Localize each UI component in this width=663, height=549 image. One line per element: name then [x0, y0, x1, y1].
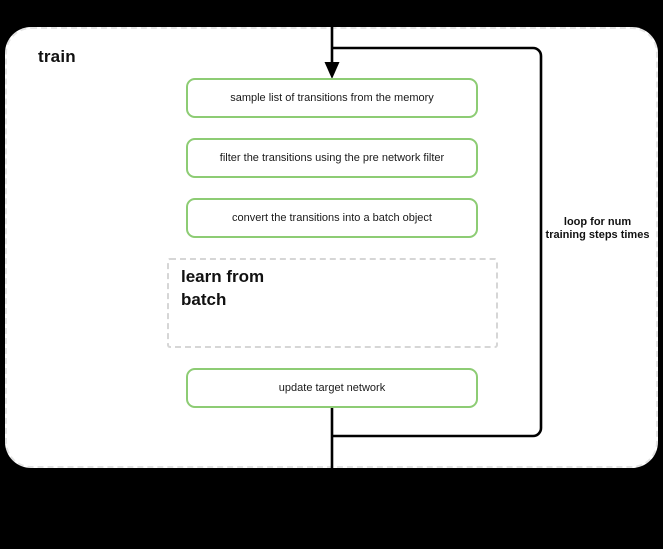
step-label: filter the transitions using the pre net…	[219, 152, 445, 164]
loop-annotation-label: loop for num training steps times	[545, 216, 650, 241]
learn-from-batch-group[interactable]	[167, 258, 498, 348]
step-filter-transitions[interactable]: filter the transitions using the pre net…	[186, 138, 478, 178]
step-sample-transitions[interactable]: sample list of transitions from the memo…	[186, 78, 478, 118]
page-title: train	[38, 47, 76, 66]
learn-from-batch-label: learn from batch	[181, 267, 265, 309]
step-convert-to-batch[interactable]: convert the transitions into a batch obj…	[186, 198, 478, 238]
step-label: convert the transitions into a batch obj…	[232, 212, 432, 224]
step-label: sample list of transitions from the memo…	[230, 92, 434, 104]
step-label: update target network	[278, 382, 386, 394]
step-update-target-network[interactable]: update target network	[186, 368, 478, 408]
